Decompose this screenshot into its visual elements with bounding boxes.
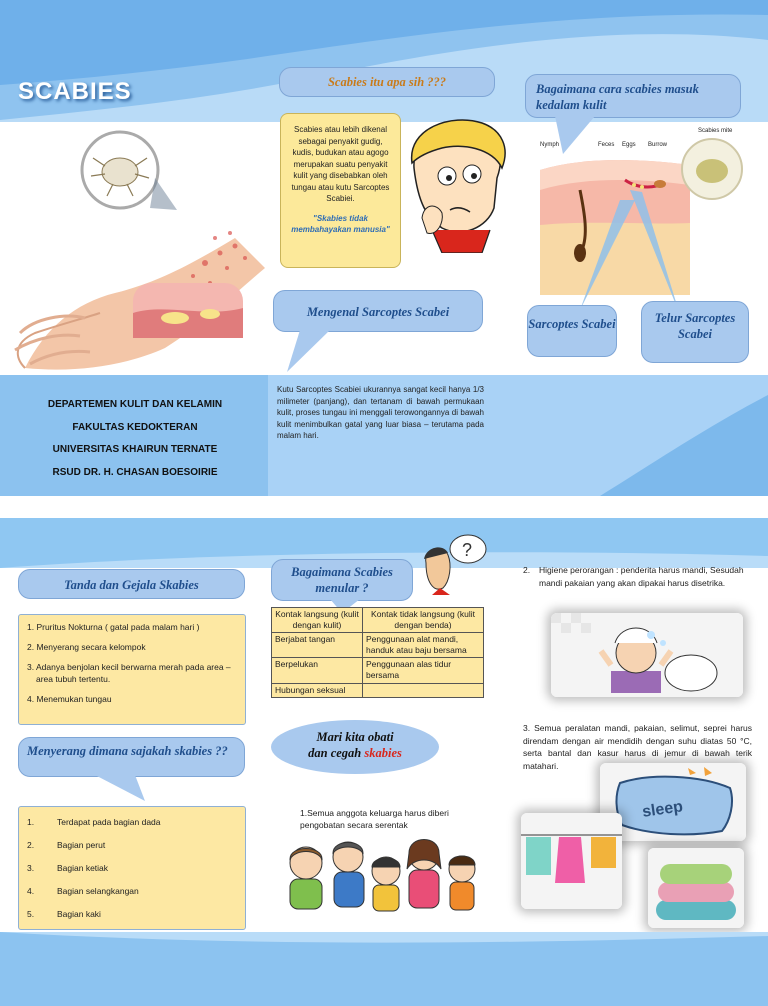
obati-banner: Mari kita obati dan cegah skabies [271,720,439,774]
obati-line-1: Mari kita obati [316,730,394,744]
diagram-label-burrow: Burrow [648,142,668,148]
label-pointers [580,190,680,315]
obati-skabies-word: skabies [364,746,402,760]
menyerang-text: Terdapat pada bagian dada [57,817,161,827]
tanda-callout: Tanda dan Gejala Skabies [18,569,245,599]
what-is-scabies-title: Scabies itu apa sih ??? [327,75,447,89]
step-2-text: Higiene perorangan : penderita harus man… [539,565,744,588]
menyerang-item: 2. Bagian perut [27,840,237,863]
table-cell: Penggunaan alas tidur bersama [362,657,484,684]
menyerang-item: 4. Bagian selangkangan [27,886,237,909]
obati-line-2-wrap: dan cegah skabies [271,745,439,761]
menyerang-num: 4. [27,886,35,896]
diagram-label-eggs: Eggs [622,142,636,148]
menular-title: Bagaimana Scabies menular ? [291,565,393,595]
menyerang-item: 5. Bagian kaki [27,909,237,932]
confused-boy-illustration [402,118,512,254]
menyerang-num: 1. [27,817,35,827]
menyerang-item: 3. Bagian ketiak [27,863,237,886]
step-1-text: 1.Semua anggota keluarga harus diberi pe… [300,808,449,830]
menyerang-callout-tail [95,775,145,801]
menyerang-title: Menyerang dimana sajakah skabies ?? [27,744,228,758]
page1-bottom-band [0,375,768,496]
step-2-block: 2. Higiene perorangan : penderita harus … [523,564,753,589]
sleep-pillow-illustration: sleep [600,763,746,841]
institution-line-1: DEPARTEMEN KULIT DAN KELAMIN [47,399,223,410]
sarcoptes-label: Sarcoptes Scabei [527,305,617,357]
institution-line-3: UNIVERSITAS KHAIRUN TERNATE [52,444,218,455]
transmission-table: Kontak langsung (kulit dengan kulit) Kon… [270,607,484,698]
sarcoptes-label-text: Sarcoptes Scabei [528,317,616,331]
mengenal-title: Mengenal Sarcoptes Scabei [306,305,450,319]
diagram-label-nymph: Nymph [540,142,560,148]
mengenal-callout: Mengenal Sarcoptes Scabei [273,290,483,332]
menyerang-text: Bagian selangkangan [57,886,139,896]
mengenal-text: Kutu Sarcoptes Scabiei ukurannya sangat … [277,385,484,440]
tanda-item-2: 2. Menyerang secara kelompok [27,642,146,652]
definition-text: Scabies atau lebih dikenal sebagai penya… [291,125,390,203]
menyerang-text: Bagian perut [57,840,106,850]
menyerang-list-box: 1. Terdapat pada bagian dada 2. Bagian p… [18,806,246,930]
menyerang-text: Bagian ketiak [57,863,109,873]
menyerang-text: Bagian kaki [57,909,101,919]
hand-rash-illustration [5,118,270,373]
table-cell: Berjabat tangan [270,632,364,658]
telur-label-text: Telur Sarcoptes Scabei [654,311,736,341]
step-3-text: 3. Semua peralatan mandi, pakaian, selim… [523,723,752,771]
bathing-child-illustration [551,613,743,697]
how-enter-title: Bagaimana cara scabies masuk kedalam kul… [536,82,699,112]
definition-quote: "Skabies tidak membahayakan manusia" [291,213,390,234]
table-header-direct: Kontak langsung (kulit dengan kulit) [270,607,364,633]
table-cell: Penggunaan alat mandi, handuk atau baju … [362,632,484,658]
obati-line-2: dan cegah [308,746,362,760]
step-2-num: 2. [523,565,531,575]
table-cell: Hubungan seksual [270,683,364,698]
table-row: Berpelukan Penggunaan alas tidur bersama [270,657,484,684]
menular-callout-tail [330,599,360,613]
tanda-item-3: 3. Adanya benjolan kecil berwarna merah … [27,662,231,684]
menyerang-item: 1. Terdapat pada bagian dada [27,817,237,840]
institution-line-2: FAKULTAS KEDOKTERAN [72,421,198,433]
family-illustration [276,835,482,921]
institution-block: DEPARTEMEN KULIT DAN KELAMIN FAKULTAS KE… [10,394,260,484]
svg-text:?: ? [462,540,472,560]
table-header-row: Kontak langsung (kulit dengan kulit) Kon… [270,607,484,633]
table-header-indirect: Kontak tidak langsung (kulit dengan bend… [362,607,484,633]
thinking-man-illustration: ? [418,533,488,595]
diagram-label-mite: Scabies mite [698,128,733,134]
pillow-label: sleep [641,798,684,821]
telur-label: Telur Sarcoptes Scabei [641,301,749,363]
tanda-list-box: 1. Pruritus Nokturna ( gatal pada malam … [18,614,246,725]
clothesline-illustration [521,813,622,909]
tanda-item-4: 4. Menemukan tungau [27,694,112,704]
table-row: Berjabat tangan Penggunaan alat mandi, h… [270,632,484,658]
tanda-item-1: 1. Pruritus Nokturna ( gatal pada malam … [27,622,200,632]
page-title: SCABIES [18,78,132,105]
menyerang-num: 2. [27,840,35,850]
mengenal-callout-tail [287,330,330,372]
definition-box: Scabies atau lebih dikenal sebagai penya… [280,113,401,268]
what-is-scabies-callout: Scabies itu apa sih ??? [279,67,495,97]
table-cell [362,683,484,698]
menyerang-callout: Menyerang dimana sajakah skabies ?? [18,737,245,777]
tanda-title: Tanda dan Gejala Skabies [64,578,199,592]
diagram-label-feces: Feces [598,142,615,148]
how-enter-callout-tail [555,116,595,154]
folded-towels-illustration [648,848,744,928]
how-enter-callout: Bagaimana cara scabies masuk kedalam kul… [525,74,741,118]
menular-callout: Bagaimana Scabies menular ? [271,559,413,601]
page1-top-band [0,0,768,122]
table-cell: Berpelukan [270,657,364,684]
table-row: Hubungan seksual [270,683,484,698]
menyerang-num: 5. [27,909,35,919]
institution-line-4: RSUD DR. H. CHASAN BOESOIRIE [52,466,218,478]
page2-bottom-band [0,932,768,1006]
menyerang-num: 3. [27,863,35,873]
top-wave-graphic [0,0,768,122]
